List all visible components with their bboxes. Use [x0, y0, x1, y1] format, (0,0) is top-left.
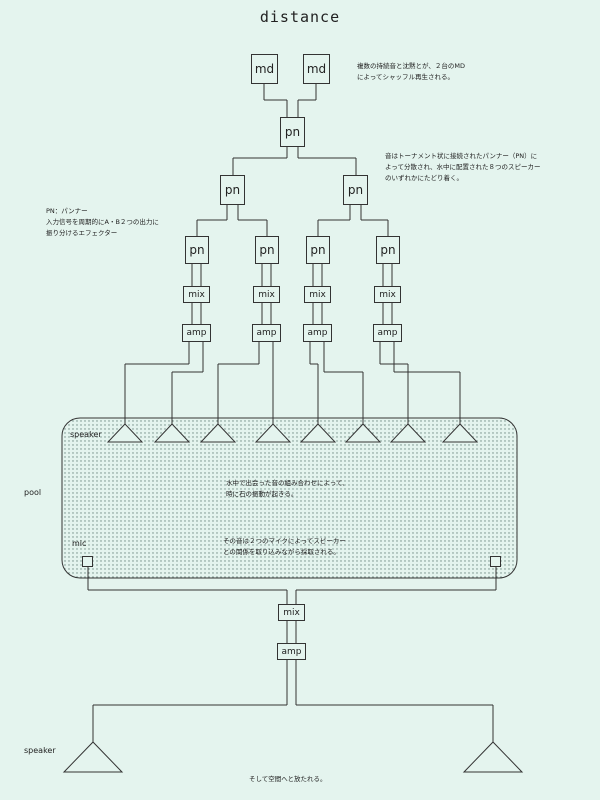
amplifier-3: amp	[303, 324, 332, 342]
pool-speaker-1	[106, 423, 144, 443]
mic-right	[490, 556, 501, 567]
panner-level3-3: pn	[306, 236, 330, 264]
diagram-title: distance	[259, 8, 341, 26]
pool-label: pool	[24, 488, 42, 497]
amplifier-output: amp	[277, 643, 306, 660]
pool-speaker-4	[254, 423, 292, 443]
pool-speaker-8	[441, 423, 479, 443]
note-md-playback: 複数の持続音と沈黙とが、２台のMD によってシャッフル再生される。	[357, 62, 465, 81]
mic-left	[82, 556, 93, 567]
amplifier-1: amp	[182, 324, 211, 342]
pool-speaker-2	[153, 423, 191, 443]
amplifier-2: amp	[252, 324, 281, 342]
panner-level3-1: pn	[185, 236, 209, 264]
panner-level2-right: pn	[343, 175, 368, 205]
pool-speaker-7	[389, 423, 427, 443]
mixer-output: mix	[278, 604, 305, 621]
mixer-1: mix	[183, 286, 210, 303]
pool-speaker-6	[344, 423, 382, 443]
note-mic-capture: その音は２つのマイクによってスピーカー との関係を取り込みながら採取される。	[223, 537, 346, 556]
pool-speaker-3	[199, 423, 237, 443]
mic-label: mic	[72, 539, 87, 548]
mixer-2: mix	[253, 286, 280, 303]
mixer-4: mix	[374, 286, 401, 303]
bottom-speaker-right	[462, 741, 524, 773]
panner-level3-4: pn	[376, 236, 400, 264]
panner-level3-2: pn	[255, 236, 279, 264]
panner-level1: pn	[280, 117, 305, 147]
pool-area	[61, 417, 518, 579]
note-panner-distribution: 音はトーナメント状に接続されたパンナー（PN）に よって分散され、水中に配置され…	[385, 152, 541, 182]
note-release-space: そして空間へと放たれる。	[249, 775, 327, 783]
md-player-1: md	[251, 54, 278, 84]
md-player-2: md	[303, 54, 330, 84]
note-panner-definition: PN：パンナー 入力信号を周期的にA・B２つの出力に 振り分けるエフェクター	[46, 207, 159, 237]
amplifier-4: amp	[373, 324, 402, 342]
pool-speaker-5	[299, 423, 337, 443]
note-stone-vibration: 水中で出会った音の組み合わせによって、 時に石の振動が起きる。	[226, 479, 349, 498]
pool-speaker-label: speaker	[70, 430, 102, 439]
bottom-speaker-left	[62, 741, 124, 773]
mixer-3: mix	[304, 286, 331, 303]
bottom-speaker-label: speaker	[24, 746, 56, 755]
panner-level2-left: pn	[220, 175, 245, 205]
